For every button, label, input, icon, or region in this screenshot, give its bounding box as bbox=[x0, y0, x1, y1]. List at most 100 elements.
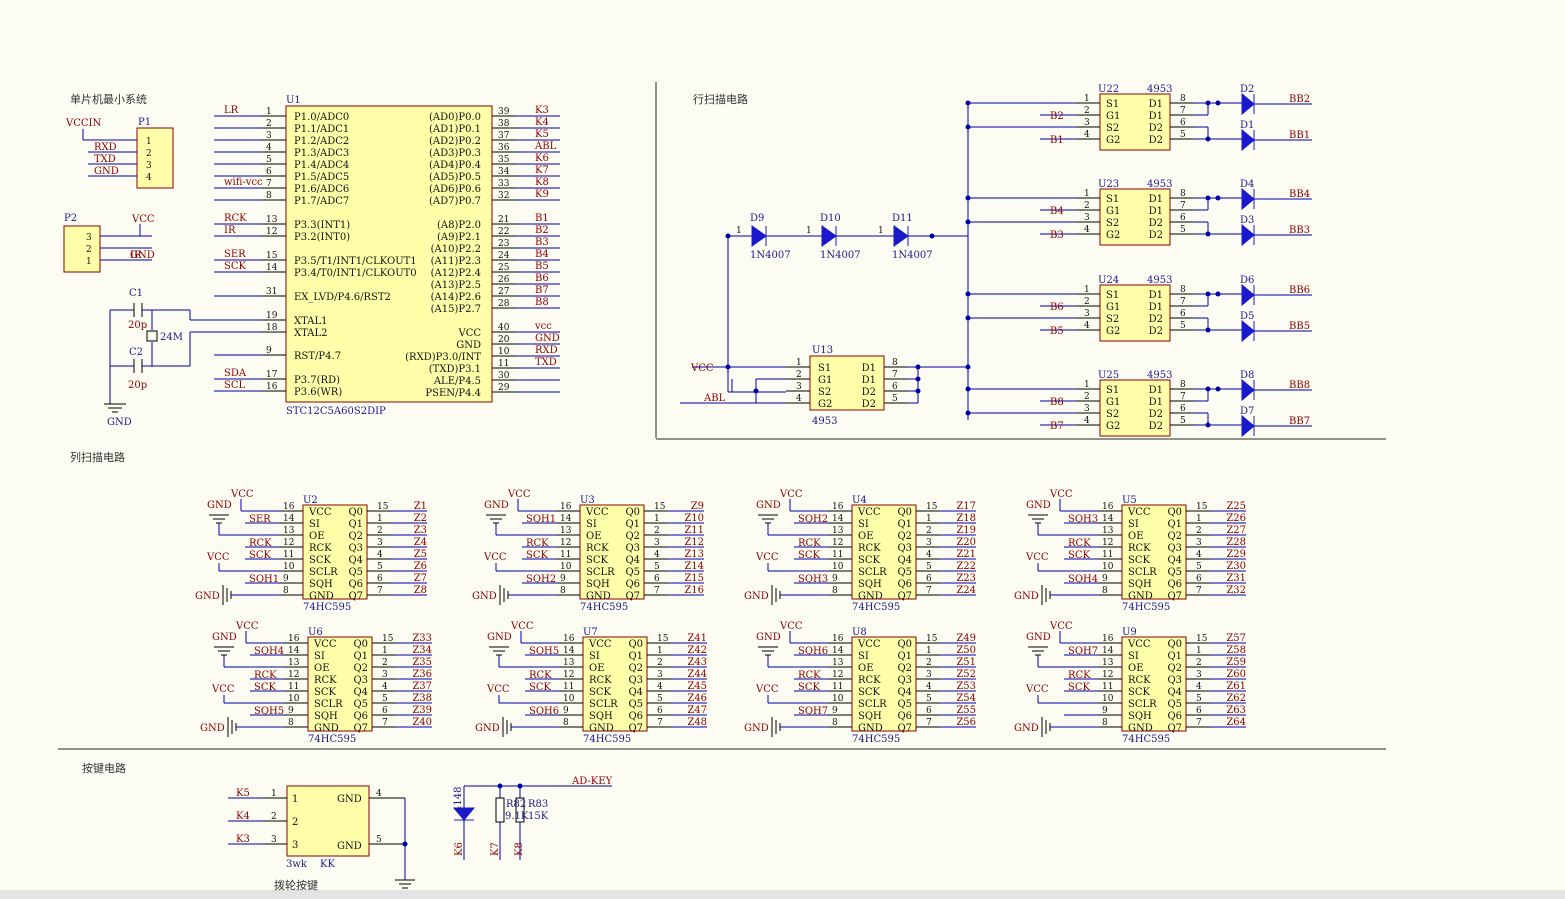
pin-label: Q3 bbox=[897, 543, 912, 554]
pin-label: P1.5/ADC5 bbox=[294, 172, 349, 183]
diode-ref: D10 bbox=[820, 213, 841, 224]
pin-number: 32 bbox=[498, 191, 509, 201]
pin-label: Q1 bbox=[625, 519, 640, 530]
pin-label: D2 bbox=[862, 387, 876, 398]
pin-label: (A11)P2.3 bbox=[431, 256, 481, 267]
pin-number: 4 bbox=[1196, 550, 1202, 560]
pin-label: Q7 bbox=[1167, 723, 1182, 734]
pin-label: Q0 bbox=[897, 507, 912, 518]
pin-number: 28 bbox=[498, 299, 510, 309]
pin-label: SI bbox=[309, 519, 320, 530]
pin-number: 13 bbox=[266, 215, 278, 225]
pin-number: 3 bbox=[1084, 309, 1090, 319]
mcu-body[interactable] bbox=[285, 105, 493, 403]
shift-body[interactable] bbox=[579, 504, 645, 600]
sck-label: SCK bbox=[798, 550, 821, 561]
shift-body[interactable] bbox=[302, 504, 368, 600]
c1-ref: C1 bbox=[129, 288, 143, 299]
pin-number: 7 bbox=[654, 586, 660, 596]
pin-number: 3 bbox=[926, 670, 932, 680]
gnd-label: GND bbox=[487, 632, 512, 643]
pin-label: SCLR bbox=[858, 567, 887, 578]
si-label: SQH3 bbox=[1068, 514, 1098, 525]
pin-label: Q0 bbox=[1167, 507, 1182, 518]
net-label: B1 bbox=[535, 213, 549, 224]
pin-number: 1 bbox=[1196, 514, 1202, 524]
key-net-k8: K8 bbox=[514, 842, 525, 856]
column-output-label: Z19 bbox=[956, 525, 976, 536]
pin-number: 22 bbox=[498, 227, 509, 237]
pin-label: Q3 bbox=[897, 675, 912, 686]
pin-label: SQH bbox=[586, 579, 610, 590]
shift-part: 74HC595 bbox=[583, 734, 631, 745]
pin-number: 1 bbox=[271, 789, 277, 799]
net-label: ABL bbox=[534, 141, 557, 152]
net-label: B8 bbox=[535, 297, 549, 308]
shift-part: 74HC595 bbox=[303, 602, 351, 613]
driver-body[interactable] bbox=[1099, 284, 1171, 342]
p1-net-label: TXD bbox=[94, 154, 116, 165]
pin-label: SCLR bbox=[586, 567, 615, 578]
pin-number: 15 bbox=[926, 634, 938, 644]
driver-ref: U22 bbox=[1098, 84, 1119, 95]
net-label: B6 bbox=[535, 273, 549, 284]
gnd-label: GND bbox=[200, 723, 225, 734]
driver-body[interactable] bbox=[1099, 379, 1171, 437]
pin-label: 1 bbox=[292, 794, 298, 805]
pin-number: 29 bbox=[498, 383, 510, 393]
pin-number: 12 bbox=[563, 670, 574, 680]
pin-number: 6 bbox=[654, 574, 660, 584]
shift-body[interactable] bbox=[1121, 636, 1187, 732]
key-input-label: K3 bbox=[236, 834, 250, 845]
column-output-label: Z15 bbox=[684, 573, 704, 584]
shift-body[interactable] bbox=[851, 504, 917, 600]
pin-label: SCK bbox=[858, 687, 881, 698]
p1-pin-number: 1 bbox=[146, 137, 152, 147]
shift-body[interactable] bbox=[1121, 504, 1187, 600]
pin-number: 14 bbox=[560, 514, 572, 524]
p1-body[interactable] bbox=[136, 127, 174, 189]
p2-body[interactable] bbox=[63, 225, 101, 273]
pin-label: Q1 bbox=[628, 651, 643, 662]
pin-label: (AD6)P0.6 bbox=[429, 184, 481, 195]
diode-value: 1N4007 bbox=[892, 250, 933, 261]
pin-number: 8 bbox=[1102, 718, 1108, 728]
column-output-label: Z32 bbox=[1226, 585, 1246, 596]
pin-label: RCK bbox=[1128, 543, 1151, 554]
pin-label: SCLR bbox=[589, 699, 618, 710]
driver-in-a: B8 bbox=[1050, 397, 1064, 408]
pin-label: Q5 bbox=[897, 699, 912, 710]
pin-number: 10 bbox=[832, 694, 844, 704]
shift-body[interactable] bbox=[851, 636, 917, 732]
sck-label: SCK bbox=[798, 682, 821, 693]
vcc-label: VCC bbox=[486, 684, 510, 695]
pin-number: 1 bbox=[1196, 646, 1202, 656]
pin-number: 23 bbox=[498, 239, 510, 249]
column-output-label: Z17 bbox=[956, 501, 976, 512]
shift-body[interactable] bbox=[307, 636, 373, 732]
driver-in-b: B1 bbox=[1050, 135, 1064, 146]
wheel-switch-body[interactable] bbox=[286, 785, 370, 857]
pin-number: 7 bbox=[382, 718, 388, 728]
pin-number: 7 bbox=[926, 718, 932, 728]
pin-label: Q4 bbox=[1167, 555, 1182, 566]
switch-gnd-1: GND bbox=[337, 794, 362, 805]
driver-body[interactable] bbox=[1099, 188, 1171, 246]
gnd-label: GND bbox=[1014, 591, 1039, 602]
pin-label: Q3 bbox=[625, 543, 640, 554]
pin-number: 11 bbox=[563, 682, 574, 692]
driver-body[interactable] bbox=[1099, 93, 1171, 151]
mcu-pin-right: 39(AD0)P0.0K3 bbox=[429, 105, 560, 123]
pin-number: 4 bbox=[657, 682, 663, 692]
shift-body[interactable] bbox=[582, 636, 648, 732]
pin-label: D1 bbox=[1149, 302, 1163, 313]
u13-body[interactable] bbox=[809, 355, 885, 411]
driver-in-a: B6 bbox=[1050, 302, 1064, 313]
diode-icon bbox=[1241, 378, 1255, 402]
